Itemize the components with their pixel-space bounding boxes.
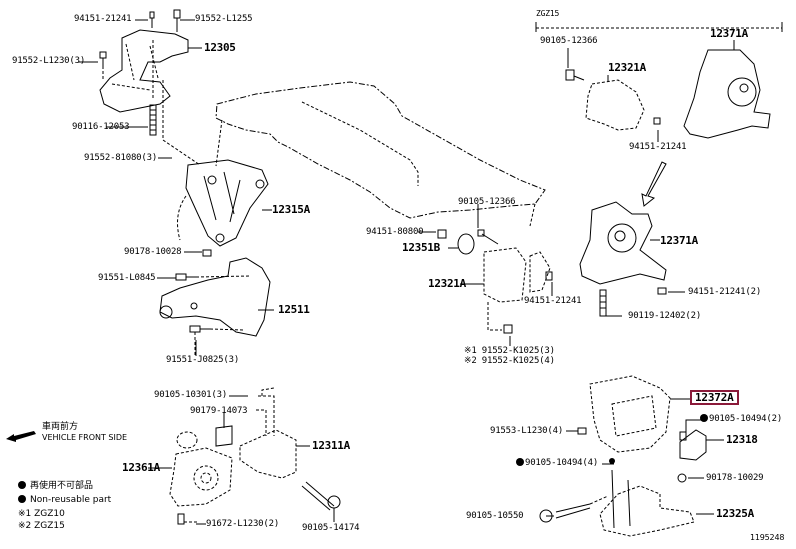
leader-lines: [78, 19, 735, 525]
part-label[interactable]: 91672-L1230(2): [206, 519, 280, 529]
zgz15-group-bracket: [535, 22, 783, 32]
part-number: 90105-10494(2): [709, 414, 783, 424]
orientation-label-en: VEHICLE FRONT SIDE: [42, 433, 128, 442]
part-label[interactable]: 90105-12366: [540, 36, 598, 46]
group-label: ZGZ15: [536, 9, 560, 18]
non-reusable-icon: [516, 458, 524, 466]
part-label[interactable]: 94151-21241: [629, 142, 687, 152]
part-label[interactable]: 12361A: [122, 461, 160, 474]
part-label[interactable]: 91552-81080(3): [84, 153, 158, 163]
figure-id: 1195248: [750, 533, 785, 542]
part-label[interactable]: 12371A: [660, 234, 698, 247]
part-label[interactable]: ※1 91552-K1025(3): [464, 346, 555, 356]
part-label[interactable]: 12511: [278, 303, 310, 316]
part-label[interactable]: 12371A: [710, 27, 748, 40]
part-label[interactable]: 12311A: [312, 439, 350, 452]
part-label[interactable]: 90179-14073: [190, 406, 248, 416]
part-label[interactable]: 12315A: [272, 203, 310, 216]
engine-mount-12305: [99, 9, 201, 166]
bracket-12318: [677, 429, 707, 483]
engine-block-outline: [215, 81, 546, 227]
part-label[interactable]: 90178-10028: [124, 247, 182, 257]
part-number: 90105-10494(4): [525, 458, 599, 468]
part-label[interactable]: 90105-10494(2): [700, 414, 782, 425]
part-label[interactable]: 12321A: [608, 61, 646, 74]
legend-text: 再使用不可部品: [30, 481, 94, 491]
part-label[interactable]: 12305: [204, 41, 236, 54]
legend-nonreusable-jp: 再使用不可部品: [18, 480, 93, 492]
orientation-label-jp: 車両前方: [42, 422, 79, 432]
part-label[interactable]: 90105-12366: [458, 197, 516, 207]
part-label[interactable]: 12351B: [402, 241, 440, 254]
part-label[interactable]: 90105-10494(4): [516, 458, 598, 469]
part-label[interactable]: 90116-12053: [72, 122, 130, 132]
part-label[interactable]: 12321A: [428, 277, 466, 290]
part-label[interactable]: 90105-10301(3): [154, 390, 228, 400]
bracket-12321A-top: [565, 69, 661, 131]
part-label[interactable]: 90178-10029: [706, 473, 764, 483]
part-label[interactable]: 12318: [726, 433, 758, 446]
view-direction-arrow: [641, 161, 667, 207]
mount-12371A-top: [683, 49, 771, 139]
non-reusable-icon: [18, 495, 26, 503]
part-label[interactable]: 94151-21241(2): [688, 287, 762, 297]
part-label[interactable]: 91551-J0825(3): [166, 355, 240, 365]
bracket-12315A: [177, 159, 269, 257]
mount-12371A-mid: [579, 201, 667, 317]
part-label[interactable]: 91553-L1230(4): [490, 426, 564, 436]
part-label[interactable]: 94151-21241: [524, 296, 582, 306]
highlighted-part-label[interactable]: 12372A: [690, 390, 739, 405]
part-label[interactable]: 90105-10550: [466, 511, 524, 521]
part-label[interactable]: ※2 91552-K1025(4): [464, 356, 555, 366]
legend-nonreusable-en: Non-reusable part: [18, 494, 111, 506]
legend-text: Non-reusable part: [30, 495, 112, 505]
bracket-12511: [159, 257, 271, 356]
arrow-left-icon: [6, 431, 36, 442]
mount-12372A: [577, 375, 671, 464]
part-label[interactable]: 91552-L1230(3): [12, 56, 86, 66]
part-label[interactable]: 90119-12402(2): [628, 311, 702, 321]
part-label[interactable]: 94151-21241: [74, 14, 132, 24]
non-reusable-icon: [18, 481, 26, 489]
legend-note-2: ※2 ZGZ15: [18, 521, 65, 531]
non-reusable-icon: [700, 414, 708, 422]
part-label[interactable]: 91551-L0845: [98, 273, 156, 283]
bracket-12325A: [539, 469, 695, 537]
part-label[interactable]: 90105-14174: [302, 523, 360, 533]
bracket-12321A-mid: [437, 229, 553, 334]
legend-note-1: ※1 ZGZ10: [18, 509, 65, 519]
mount-12361A: [169, 431, 233, 525]
part-label[interactable]: 12325A: [716, 507, 754, 520]
part-label[interactable]: 91552-L1255: [195, 14, 253, 24]
part-label[interactable]: 94151-80800: [366, 227, 424, 237]
